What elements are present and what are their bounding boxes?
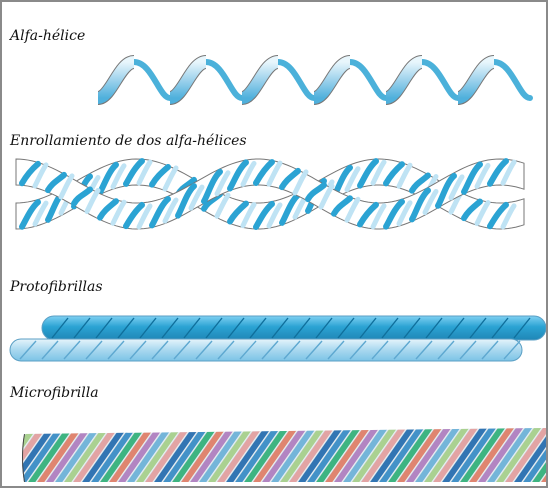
protofibril-ropes-illustration [10,316,546,361]
microfibril-bundle-illustration [2,422,546,486]
single-helix-ribbon-illustration [98,62,530,98]
coiled-coil-illustration [16,159,524,229]
